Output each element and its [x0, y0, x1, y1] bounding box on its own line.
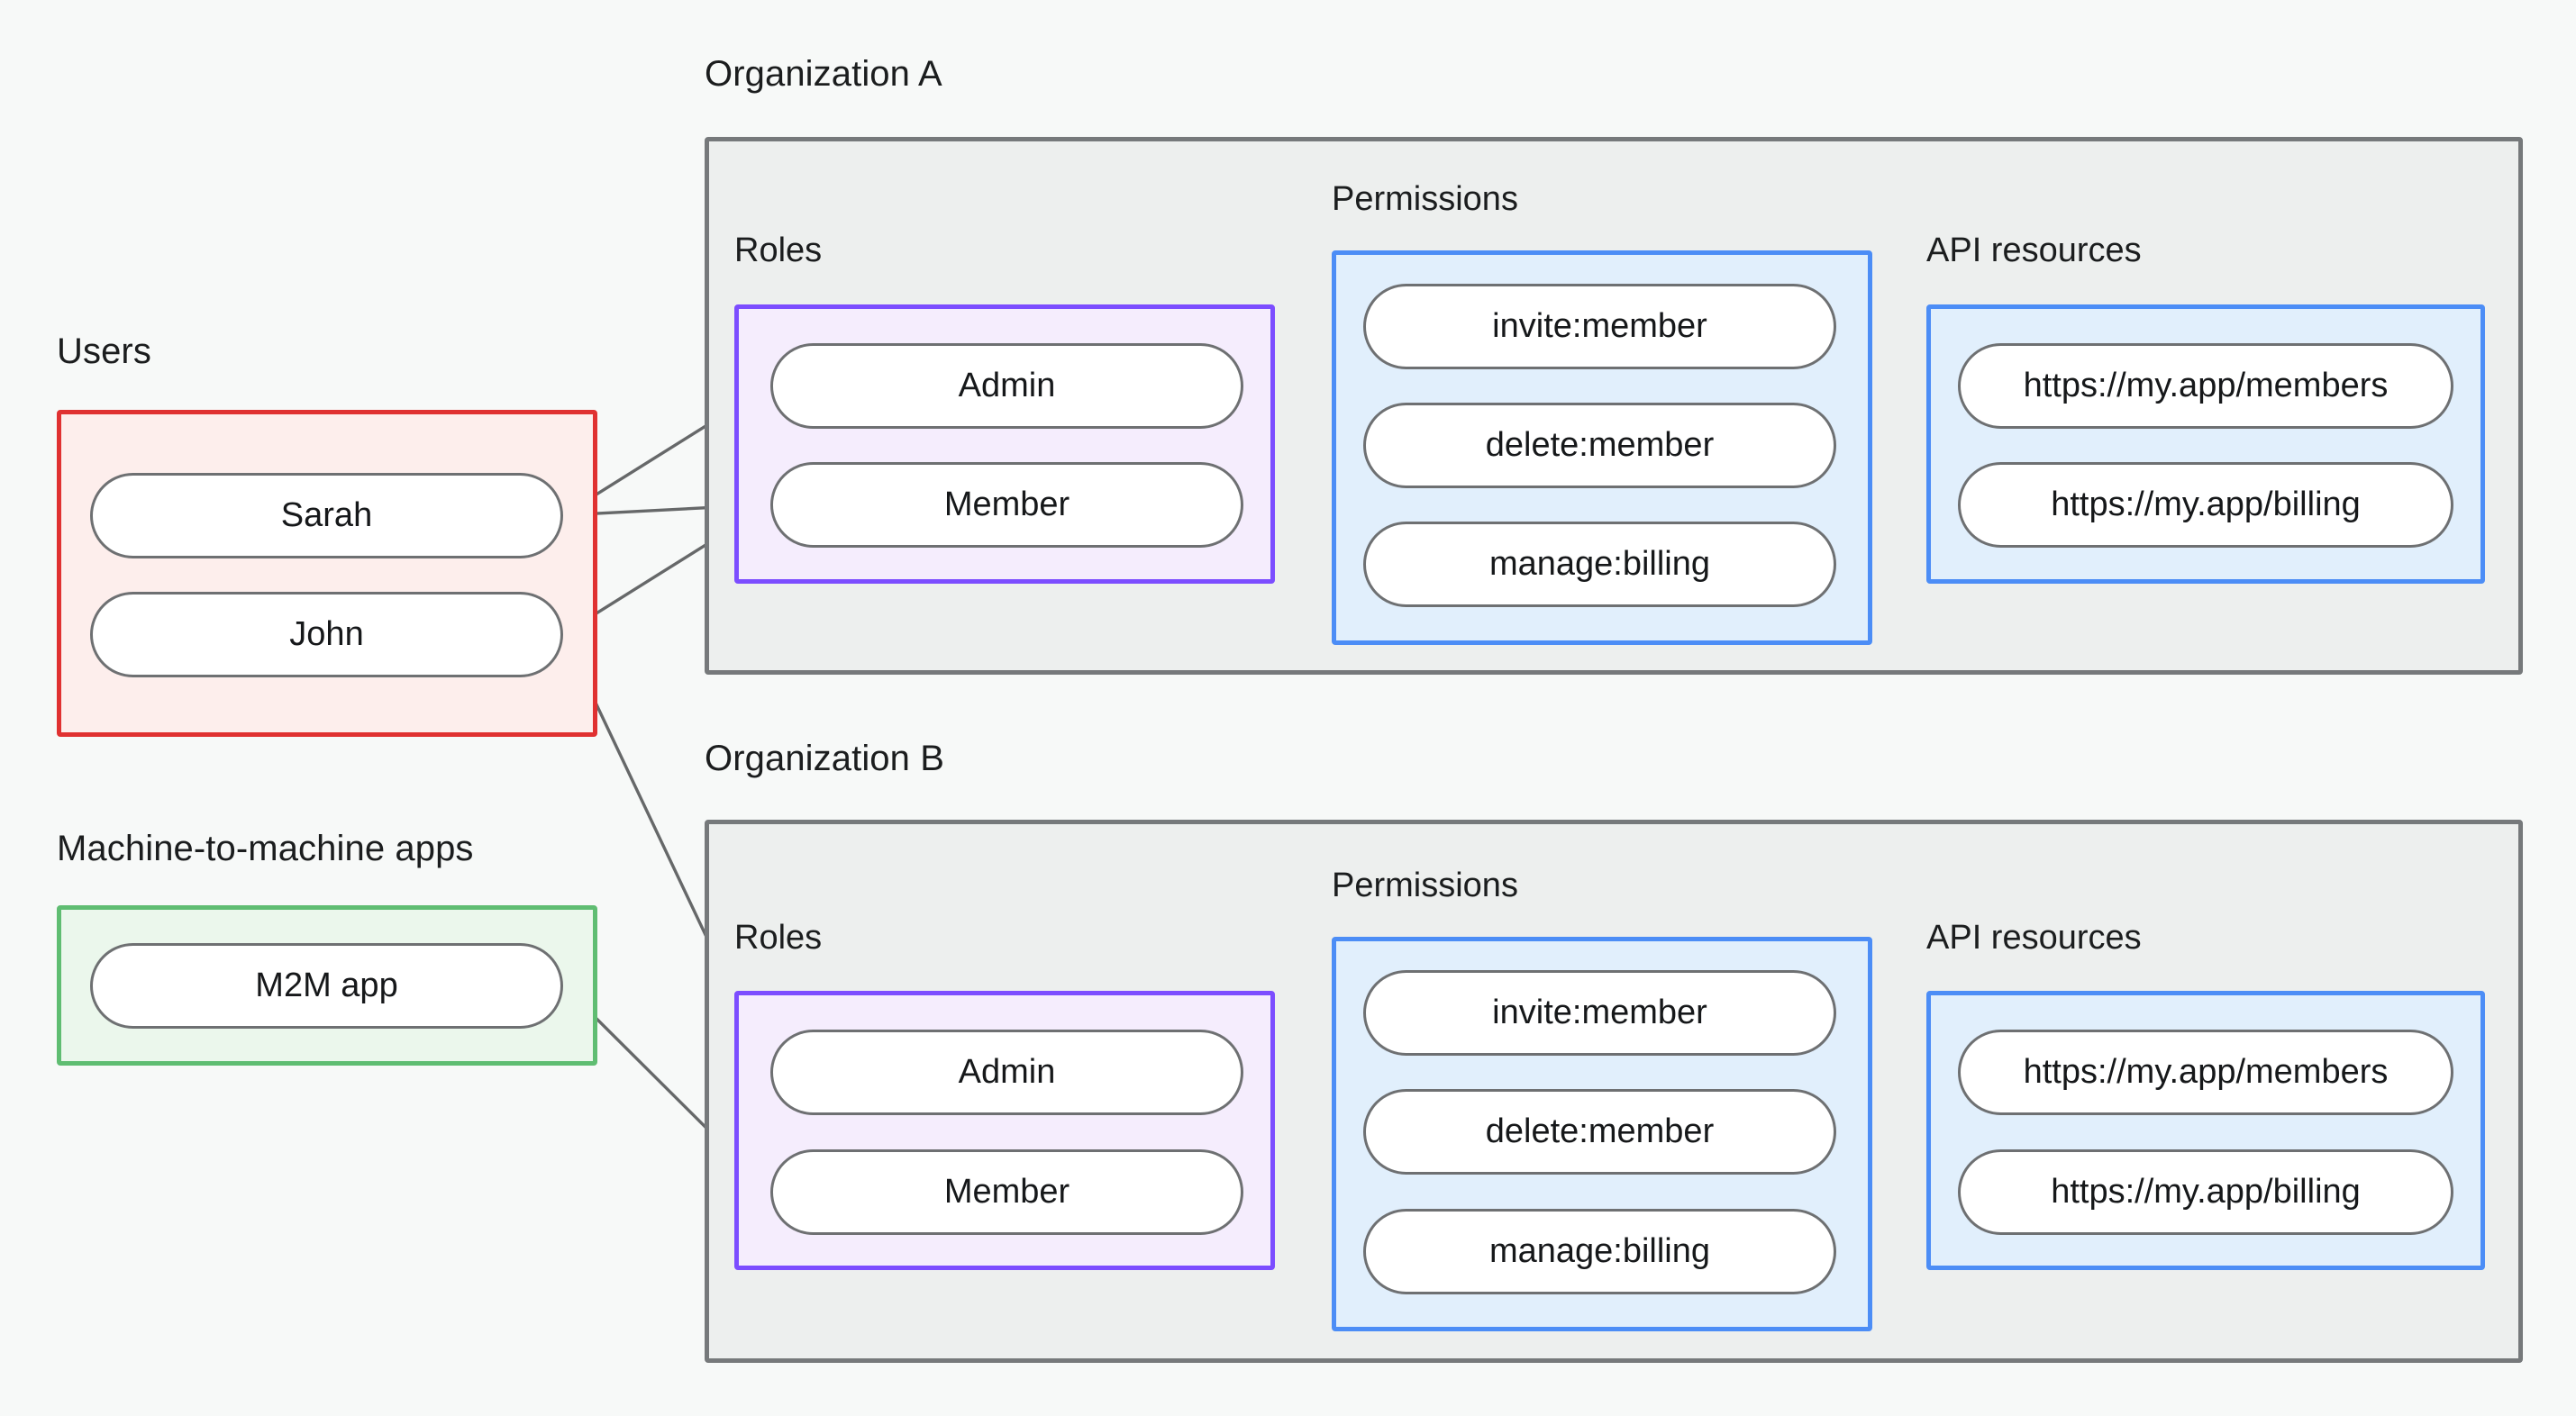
users-container: [57, 410, 597, 737]
orgB-api-pill-members[interactable]: https://my.app/members: [1958, 1030, 2453, 1115]
orgB-role-pill-admin[interactable]: Admin: [770, 1030, 1243, 1115]
orgB-permission-pill-invite-member[interactable]: invite:member: [1363, 970, 1836, 1056]
orgA-permission-pill-invite-member[interactable]: invite:member: [1363, 284, 1836, 369]
orgA-permissions-label: Permissions: [1332, 180, 1518, 218]
orgB-permission-pill-delete-member[interactable]: delete:member: [1363, 1089, 1836, 1175]
user-pill-john[interactable]: John: [90, 592, 563, 677]
orgA-api-resources-label: API resources: [1926, 231, 2142, 269]
orgA-permission-pill-delete-member[interactable]: delete:member: [1363, 403, 1836, 488]
machine-apps-group-label: Machine-to-machine apps: [57, 829, 474, 868]
orgA-roles-label: Roles: [734, 231, 823, 269]
orgA-api-pill-members[interactable]: https://my.app/members: [1958, 343, 2453, 429]
orgA-api-pill-billing[interactable]: https://my.app/billing: [1958, 462, 2453, 548]
organization-a-label: Organization A: [705, 54, 942, 94]
orgB-role-pill-member[interactable]: Member: [770, 1149, 1243, 1235]
orgA-permission-pill-manage-billing[interactable]: manage:billing: [1363, 522, 1836, 607]
m2m-pill-app[interactable]: M2M app: [90, 943, 563, 1029]
orgA-role-pill-admin[interactable]: Admin: [770, 343, 1243, 429]
orgB-permissions-label: Permissions: [1332, 867, 1518, 904]
orgB-roles-label: Roles: [734, 919, 823, 957]
orgB-permission-pill-manage-billing[interactable]: manage:billing: [1363, 1209, 1836, 1294]
orgB-api-resources-label: API resources: [1926, 919, 2142, 957]
organization-b-label: Organization B: [705, 739, 944, 778]
user-pill-sarah[interactable]: Sarah: [90, 473, 563, 558]
users-group-label: Users: [57, 331, 151, 371]
orgB-api-pill-billing[interactable]: https://my.app/billing: [1958, 1149, 2453, 1235]
orgA-role-pill-member[interactable]: Member: [770, 462, 1243, 548]
